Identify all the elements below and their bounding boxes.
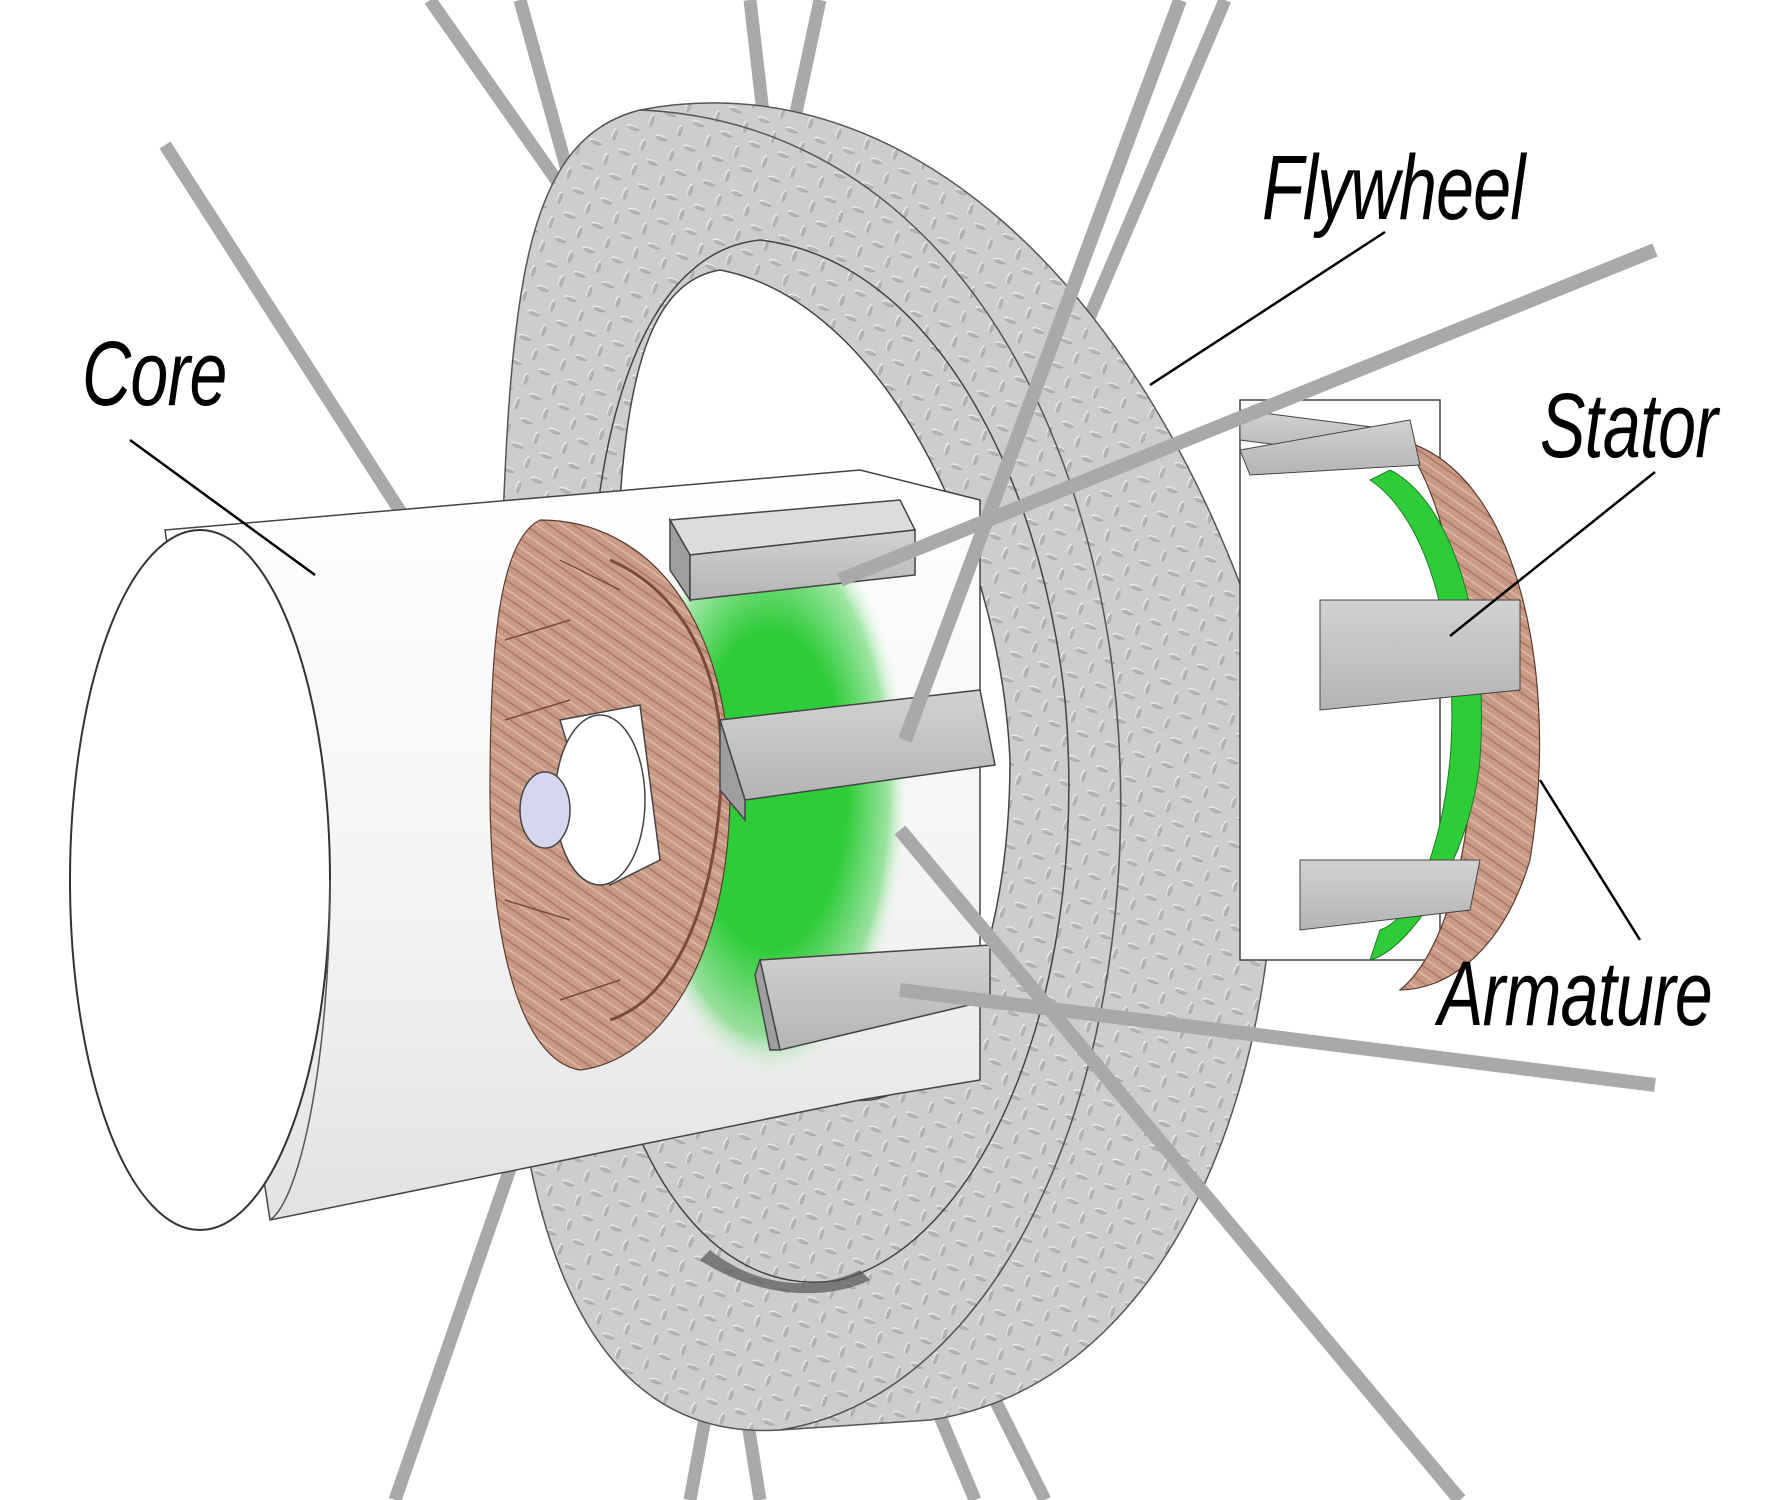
- leader-lines: [129, 230, 1656, 941]
- leader-core: [129, 438, 316, 577]
- label-armature: Armature: [1438, 943, 1713, 1045]
- rear-assembly: [1239, 399, 1541, 991]
- leader-armature: [1538, 779, 1642, 941]
- label-core: Core: [82, 323, 227, 425]
- label-flywheel: Flywheel: [1262, 137, 1525, 239]
- label-stator: Stator: [1540, 375, 1718, 477]
- stator-bars: [668, 499, 996, 1051]
- leader-flywheel: [1149, 230, 1386, 387]
- shaft-end: [519, 771, 571, 849]
- front-spokes: [837, 0, 1658, 1500]
- leader-stator: [1449, 471, 1656, 637]
